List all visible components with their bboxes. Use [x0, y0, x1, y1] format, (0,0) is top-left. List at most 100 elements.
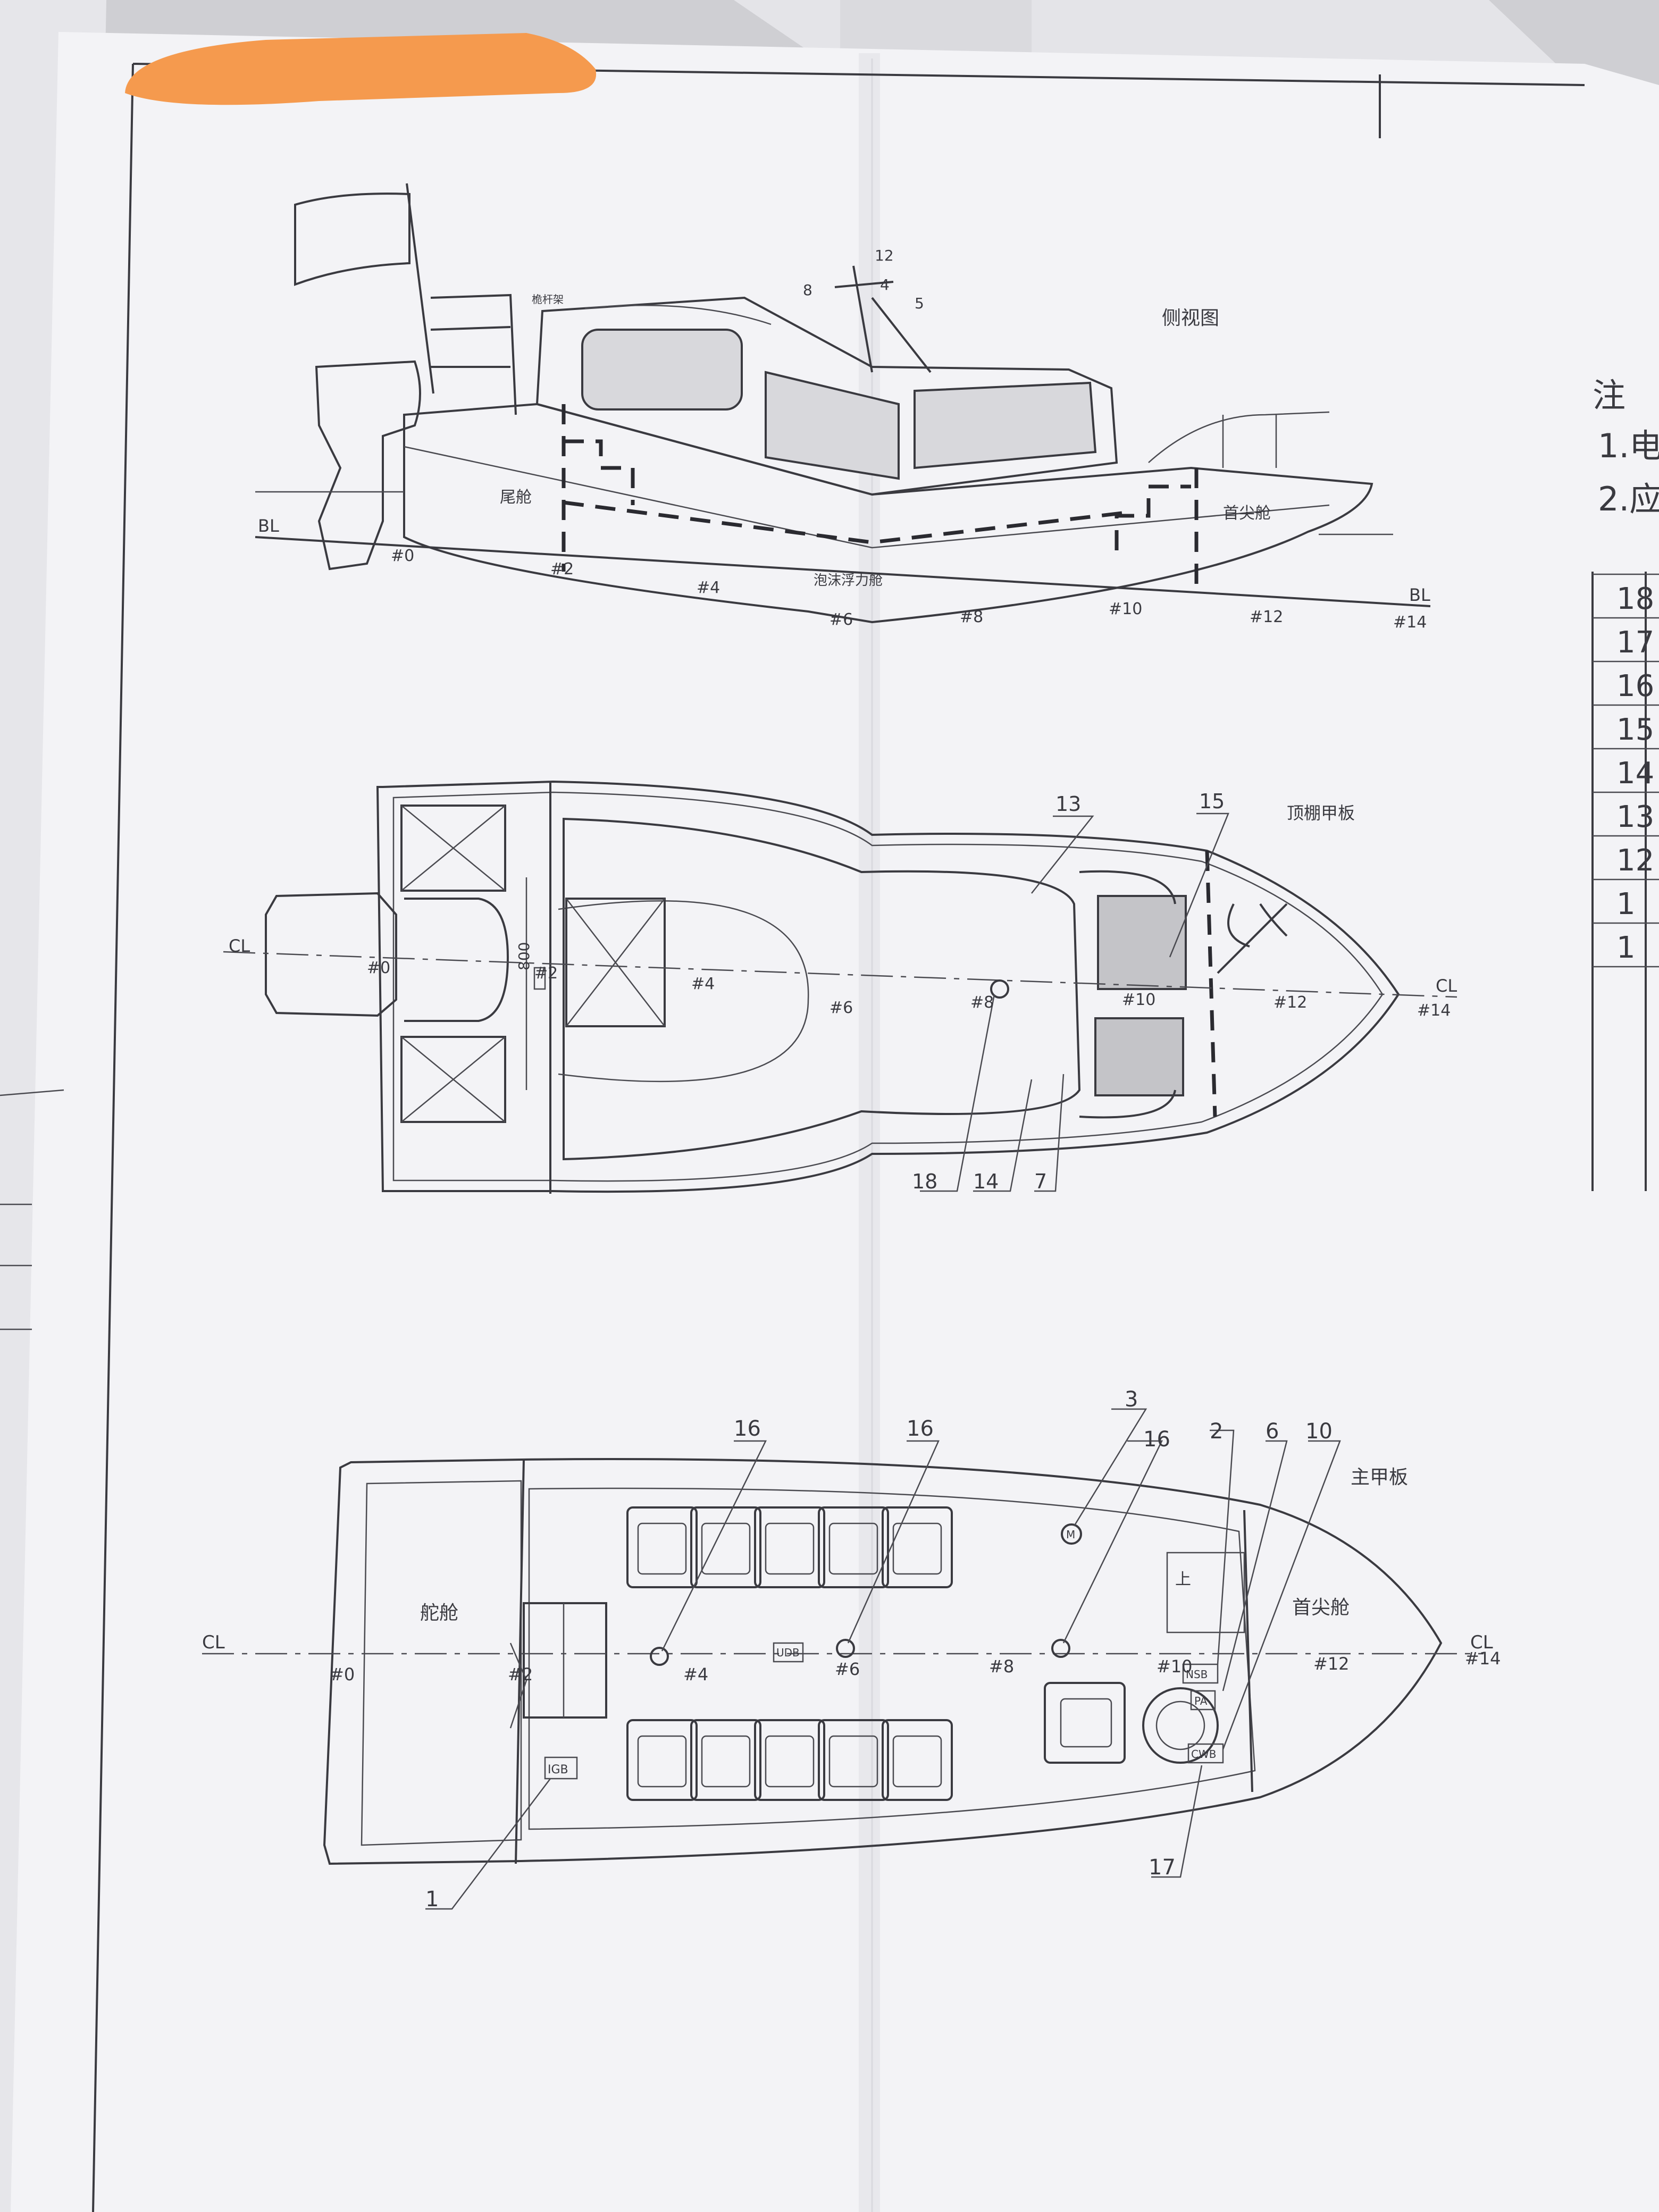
- side-frame-label: #10: [1109, 600, 1142, 618]
- roof-centerline-right: CL: [1436, 976, 1457, 996]
- passenger-seat: [626, 1719, 698, 1801]
- seat-cushion: [701, 1735, 751, 1788]
- passenger-seat: [882, 1506, 953, 1588]
- main-callout: 2: [1210, 1419, 1223, 1444]
- roof-callout: 14: [973, 1170, 999, 1193]
- side-view: 侧视图 尾舱 首尖舱 泡沫浮力舱 桅杆架 BL BL 8 12 4 5 #0#2…: [255, 183, 1431, 632]
- passenger-seat: [818, 1719, 889, 1801]
- roof-light-fixture: [990, 979, 1009, 999]
- notes-block: 注 1.电 2.应: [1593, 376, 1659, 518]
- equipment-tag: PA: [1194, 1695, 1208, 1707]
- note-item: 1.电: [1598, 426, 1659, 465]
- main-callout: 16: [907, 1417, 934, 1441]
- steering-compartment-label: 舵舱: [420, 1602, 458, 1624]
- seat-cushion: [637, 1735, 687, 1788]
- notes-heading: 注: [1593, 376, 1626, 415]
- seat-cushion: [765, 1522, 815, 1575]
- parts-table-row-number: 14: [1616, 756, 1654, 791]
- parts-table-row-number: 15: [1616, 713, 1654, 747]
- roof-frame-labels: #0#2#4#6#8#10#12#14: [367, 959, 1451, 1020]
- roof-callout: 7: [1034, 1170, 1047, 1193]
- passenger-seat: [882, 1719, 953, 1801]
- deck-light-fixture: [650, 1647, 669, 1666]
- main-frame-label: #12: [1313, 1654, 1350, 1674]
- main-callout: 10: [1305, 1419, 1333, 1444]
- mast-label: 桅杆架: [532, 293, 564, 306]
- roof-callout: 13: [1055, 792, 1081, 816]
- main-frame-label: #6: [835, 1659, 860, 1679]
- main-frame-label: #0: [330, 1664, 355, 1685]
- passenger-seat: [626, 1506, 698, 1588]
- equipment-tag: IGB: [548, 1763, 568, 1777]
- main-callout: 16: [1143, 1427, 1170, 1452]
- roof-hatch: [565, 898, 666, 1027]
- roof-view: 800 顶棚甲板 CL CL 13 15 18 14 7 #0#2#4#6#8#…: [223, 780, 1457, 1194]
- main-centerline-right: CL: [1470, 1632, 1493, 1653]
- passenger-seat: [690, 1506, 761, 1588]
- side-frame-labels: #0#2#4#6#8#10#12#14: [391, 547, 1427, 632]
- bow-hold-label: 首尖舱: [1223, 504, 1271, 523]
- seat-cushion: [892, 1522, 942, 1575]
- swim-platform: [265, 892, 397, 1017]
- seat-cushion: [828, 1522, 878, 1575]
- roof-dimension: 800: [515, 942, 533, 970]
- side-frame-label: #8: [960, 608, 983, 626]
- fwd-hatch-top: [1097, 895, 1187, 990]
- roof-frame-label: #6: [830, 999, 853, 1017]
- roof-frame-label: #8: [970, 993, 994, 1012]
- side-frame-label: #2: [550, 560, 574, 579]
- outboard-engine: [315, 360, 421, 571]
- side-window-3: [914, 381, 1097, 470]
- anchor: [1217, 903, 1288, 974]
- main-frame-label: #10: [1157, 1656, 1193, 1677]
- parts-table-row-number: 17: [1616, 625, 1654, 660]
- paper-sheet: [11, 32, 1659, 2212]
- passenger-seat: [754, 1719, 825, 1801]
- seat-cushion: [637, 1522, 687, 1575]
- main-callout: 1: [425, 1887, 439, 1912]
- seat-cushion: [765, 1735, 815, 1788]
- engine-box: [523, 1602, 607, 1719]
- main-frame-label: #8: [989, 1656, 1014, 1677]
- side-window-1: [581, 329, 743, 410]
- motor-symbol: [1061, 1523, 1082, 1545]
- main-outline: [323, 1458, 1443, 1865]
- flag: [294, 192, 410, 286]
- parts-table-row-number: 16: [1616, 669, 1654, 703]
- equipment-tag: NSB: [1186, 1668, 1208, 1681]
- roof-frame-label: #2: [534, 964, 558, 983]
- side-hull: [403, 403, 1373, 624]
- parts-table-row-number: 13: [1616, 800, 1654, 834]
- roof-callout: 15: [1199, 790, 1225, 813]
- seat-cushion: [892, 1735, 942, 1788]
- fwd-hatch-bottom: [1094, 1017, 1184, 1096]
- note-item: 2.应: [1598, 480, 1659, 518]
- roof-centerline-left: CL: [229, 936, 250, 956]
- steering-wheel: [1142, 1687, 1219, 1764]
- aft-hatch-top: [400, 805, 506, 892]
- passenger-seat: [818, 1506, 889, 1588]
- parts-table-row-number: 12: [1616, 843, 1654, 878]
- side-callout: 8: [803, 281, 812, 299]
- console: [1166, 1552, 1245, 1633]
- main-bow-hold-label: 首尖舱: [1292, 1597, 1350, 1619]
- side-baseline-right: BL: [1409, 585, 1430, 605]
- seat-row-starboard: [626, 1719, 953, 1801]
- flotation-label: 泡沫浮力舱: [814, 573, 883, 589]
- passenger-seat: [754, 1506, 825, 1588]
- main-view-title: 主甲板: [1351, 1467, 1408, 1488]
- main-frame-label: #2: [508, 1664, 533, 1685]
- seat-cushion: [701, 1522, 751, 1575]
- seat-cushion: [828, 1735, 878, 1788]
- console-up-label: 上: [1175, 1570, 1191, 1589]
- motor-symbol-label: M: [1066, 1528, 1075, 1541]
- roof-frame-label: #12: [1273, 993, 1307, 1012]
- side-view-title: 侧视图: [1162, 307, 1219, 329]
- roof-frame-label: #14: [1417, 1001, 1451, 1020]
- aft-hatch-bottom: [400, 1036, 506, 1123]
- main-callout: 16: [734, 1417, 761, 1441]
- redaction-mark: [125, 33, 597, 105]
- side-window-2: [765, 371, 900, 480]
